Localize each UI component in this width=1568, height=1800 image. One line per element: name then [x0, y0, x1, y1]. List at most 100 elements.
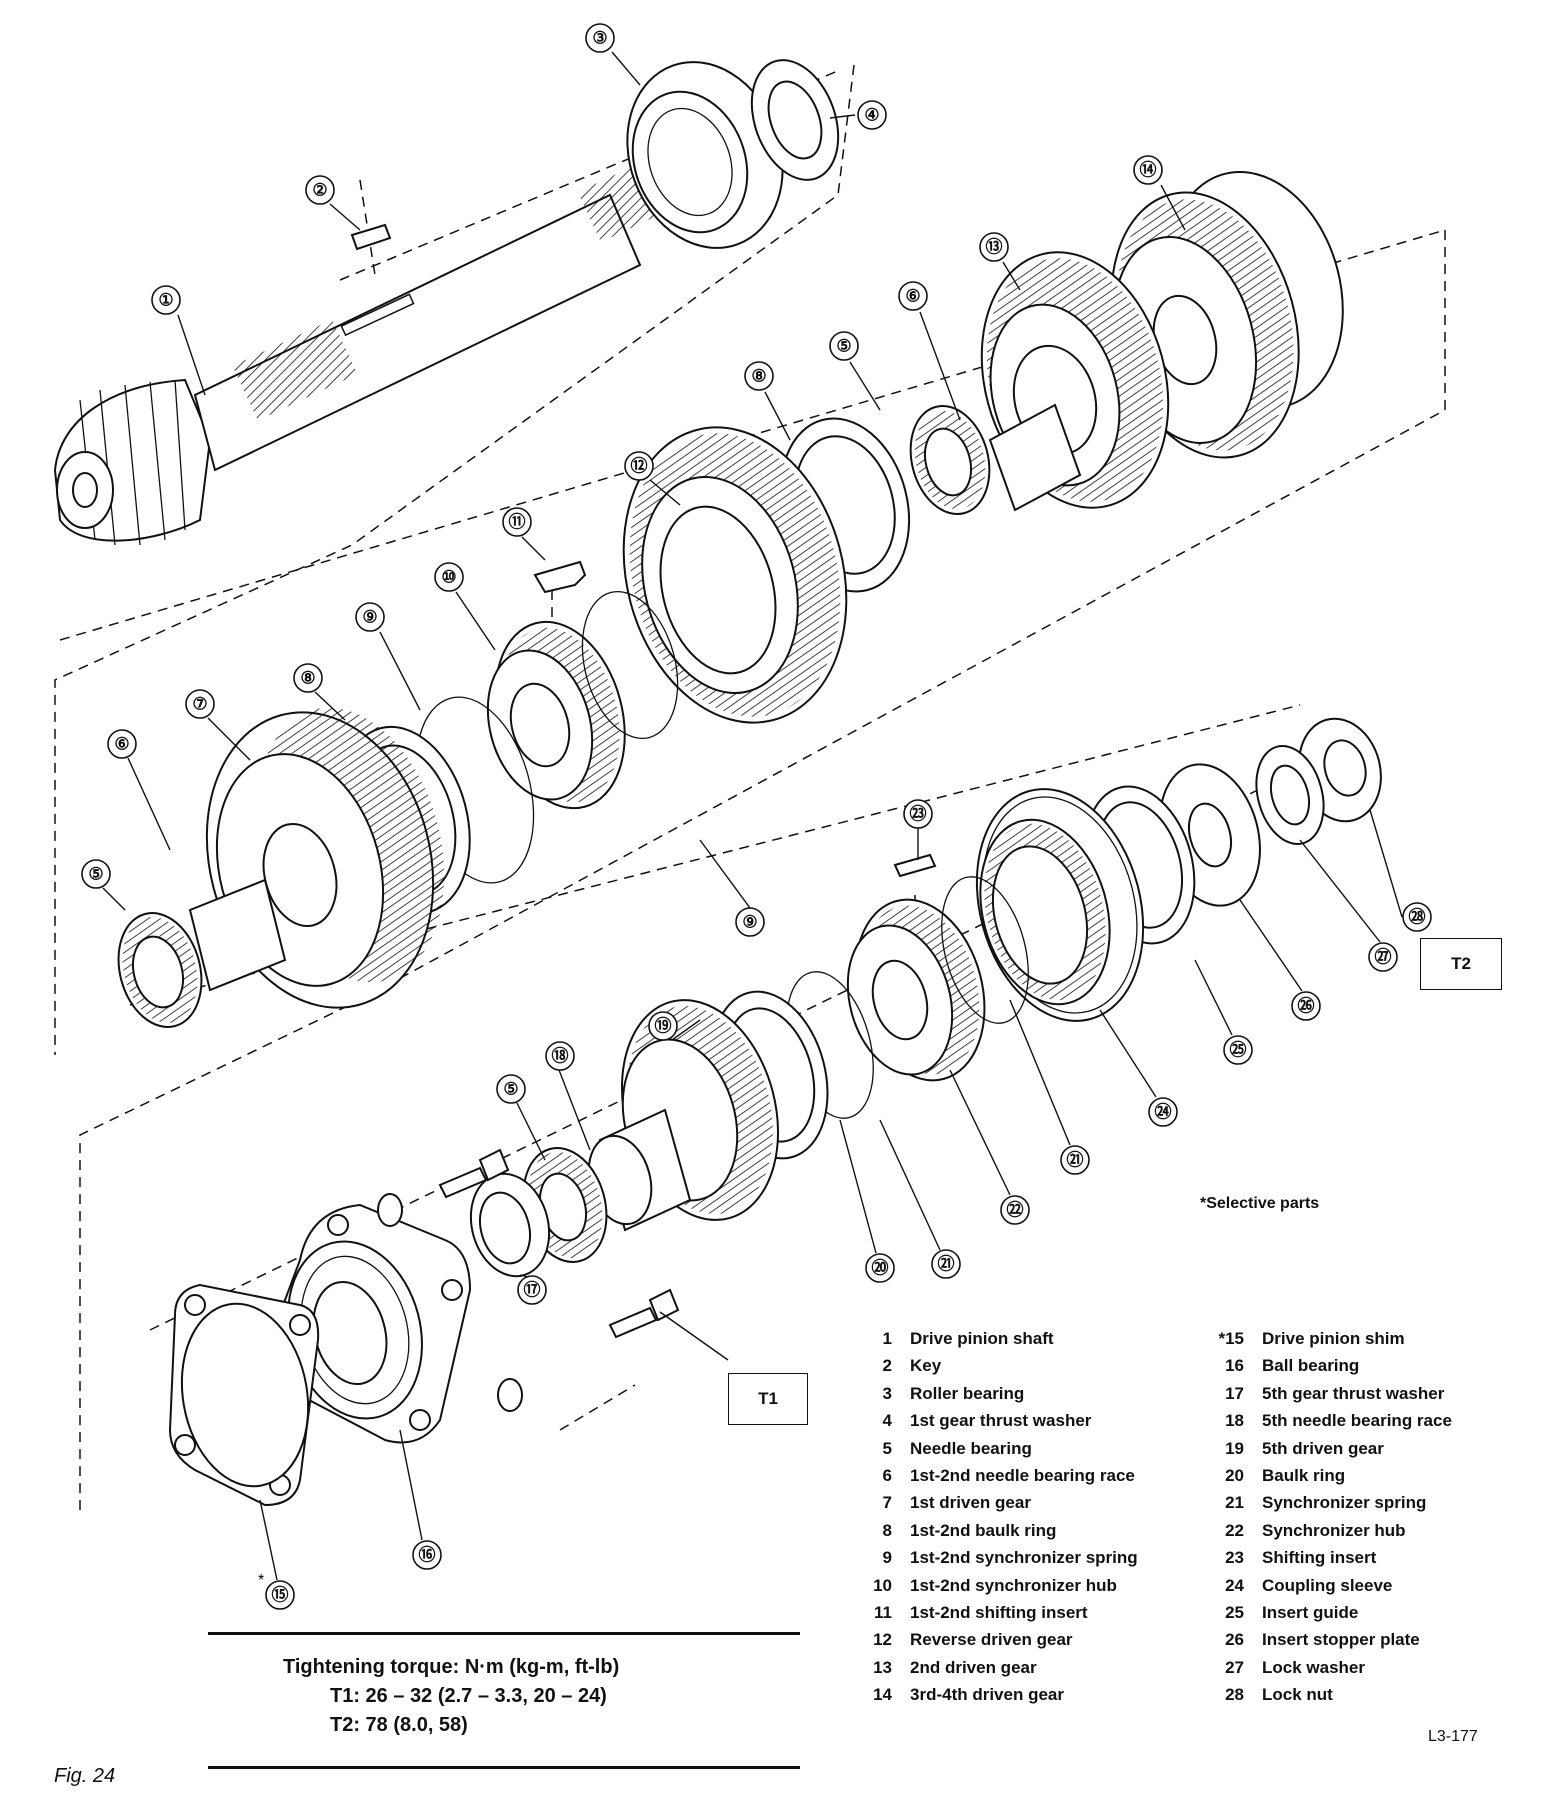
callout-12-text: ⑫ — [631, 456, 648, 476]
synchronizer-hub — [846, 898, 986, 1082]
part-name: 1st gear thrust washer — [910, 1411, 1092, 1431]
callout-19: ⑲ — [648, 1011, 678, 1041]
part-number: 6 — [882, 1466, 892, 1486]
fifth-driven-gear — [598, 999, 780, 1232]
roller-bearing — [626, 61, 784, 249]
torque-box-t2: T2 — [1420, 938, 1502, 990]
callout-8b: ⑧ — [293, 663, 323, 693]
callout-6a-text: ⑥ — [905, 287, 920, 306]
callout-20: ⑳ — [865, 1253, 895, 1283]
part-number: 22 — [1225, 1520, 1244, 1540]
torque-t1: T1: 26 – 32 (2.7 – 3.3, 20 – 24) — [330, 1685, 607, 1707]
torque-heading: Tightening torque: N·m (kg-m, ft-lb) — [283, 1656, 620, 1678]
callout-28-text: ㉘ — [1409, 907, 1426, 927]
callout-4-text: ④ — [864, 106, 879, 125]
torque-box-t1-label: T1 — [758, 1389, 778, 1408]
callout-5c: ⑤ — [496, 1074, 526, 1104]
selective-marker: * — [258, 1572, 264, 1589]
torque-box-t1: T1 — [728, 1373, 808, 1425]
part-name: 1st-2nd shifting insert — [910, 1603, 1088, 1623]
callout-28: ㉘ — [1402, 902, 1432, 932]
callout-21b: ㉑ — [1060, 1145, 1090, 1175]
drive-pinion-shaft — [53, 162, 665, 546]
part-name: Insert guide — [1262, 1603, 1359, 1623]
part-name: Drive pinion shim — [1262, 1329, 1405, 1348]
callout-3: ③ — [585, 23, 615, 53]
callout-6b-text: ⑥ — [114, 735, 129, 754]
hub-10 — [486, 620, 626, 810]
part-number: 18 — [1225, 1411, 1244, 1431]
part-name: 1st-2nd synchronizer hub — [910, 1575, 1117, 1595]
callout-26: ㉖ — [1291, 991, 1321, 1021]
part-number: 26 — [1225, 1630, 1244, 1650]
callout-7-text: ⑦ — [192, 695, 207, 714]
part-number: 1 — [882, 1329, 892, 1348]
part-number: 19 — [1225, 1438, 1244, 1458]
part-name: Lock washer — [1262, 1657, 1365, 1677]
callout-3-text: ③ — [592, 29, 607, 48]
parts-list-row: 27 Lock washer — [1200, 1654, 1452, 1681]
needle-bearing-5-upper — [909, 404, 991, 516]
part-name: 3rd-4th driven gear — [910, 1685, 1064, 1705]
part-number: 11 — [874, 1603, 892, 1623]
torque-box-t2-label: T2 — [1451, 954, 1471, 973]
shim-15 — [168, 1283, 320, 1507]
callout-20-text: ⑳ — [872, 1258, 889, 1278]
part-name: Synchronizer hub — [1262, 1520, 1406, 1540]
callout-21a: ㉑ — [931, 1249, 961, 1279]
part-name: 5th gear thrust washer — [1262, 1383, 1445, 1403]
figure-label: Fig. 24 — [54, 1765, 116, 1787]
callout-8a: ⑧ — [744, 361, 774, 391]
part-name: Roller bearing — [910, 1383, 1025, 1403]
callout-24: ㉔ — [1148, 1097, 1178, 1127]
callout-8a-text: ⑧ — [751, 367, 766, 386]
callout-13: ⑬ — [979, 232, 1009, 262]
part-name: 1st-2nd synchronizer spring — [910, 1548, 1138, 1568]
callout-21b-text: ㉑ — [1067, 1150, 1084, 1170]
callout-22: ㉒ — [1000, 1195, 1030, 1225]
part-name: Coupling sleeve — [1262, 1575, 1393, 1595]
callout-1: ① — [151, 285, 181, 315]
parts-list-row: 22 Synchronizer hub — [1200, 1517, 1452, 1544]
callout-6b: ⑥ — [107, 729, 137, 759]
race-6-upper — [988, 403, 1082, 512]
bolts — [377, 1148, 680, 1412]
part-number: 12 — [873, 1630, 892, 1650]
callout-1-text: ① — [158, 291, 173, 310]
callout-11-text: ⑪ — [509, 512, 526, 532]
part-number: 16 — [1225, 1356, 1244, 1376]
torque-t2: T2: 78 (8.0, 58) — [330, 1714, 468, 1736]
part-name: 1st-2nd baulk ring — [910, 1520, 1057, 1540]
callout-17-text: ⑰ — [524, 1280, 541, 1300]
callout-10-text: ⑩ — [441, 568, 456, 587]
callout-5b: ⑤ — [81, 859, 111, 889]
torque-rule-bottom — [208, 1766, 800, 1769]
part-name: 2nd driven gear — [910, 1657, 1037, 1677]
part-name: Shifting insert — [1262, 1548, 1377, 1568]
callout-18-text: ⑱ — [552, 1046, 569, 1066]
callout-2: ② — [305, 175, 335, 205]
part-name: Key — [910, 1356, 942, 1376]
parts-list-row: 11 1st-2nd shifting insert — [848, 1599, 1138, 1626]
part-number: 27 — [1225, 1657, 1244, 1677]
callout-5a: ⑤ — [829, 331, 859, 361]
part-number: 25 — [1225, 1603, 1244, 1623]
callout-11: ⑪ — [502, 507, 532, 537]
callout-18: ⑱ — [545, 1041, 575, 1071]
part-number: 23 — [1225, 1548, 1244, 1568]
part-name: 1st-2nd needle bearing race — [910, 1466, 1135, 1486]
part-number: 8 — [882, 1520, 892, 1540]
